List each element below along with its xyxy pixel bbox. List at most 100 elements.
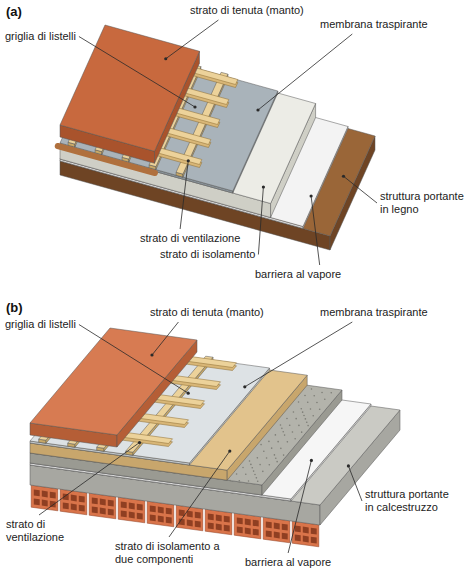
granule	[239, 480, 241, 482]
leader-dot	[310, 194, 313, 197]
hollow-brick	[89, 493, 116, 519]
granule	[319, 408, 321, 410]
granule	[287, 441, 289, 443]
roof-shape	[0, 8, 181, 46]
granule	[274, 454, 276, 456]
granule	[280, 424, 282, 426]
brick-hole	[129, 503, 135, 510]
brick-hole	[195, 521, 201, 528]
leader-dot	[164, 57, 167, 60]
granule	[294, 438, 296, 440]
brick-hole	[71, 504, 77, 511]
granule	[257, 457, 259, 459]
roof-shape	[0, 8, 126, 143]
granule	[321, 392, 323, 394]
granule	[269, 464, 271, 466]
granule	[263, 451, 265, 453]
granule	[242, 467, 244, 469]
granule	[281, 428, 283, 430]
layer-label: strato di tenuta (manto)	[150, 306, 264, 319]
leader-dot	[342, 175, 345, 178]
leader-dot	[243, 385, 246, 388]
leader-line	[169, 451, 230, 537]
leader-dot	[150, 353, 153, 356]
roof-shape	[0, 9, 81, 430]
granule	[259, 464, 261, 466]
brick-hole	[266, 531, 272, 538]
brick-hole	[63, 503, 69, 510]
leader-line	[79, 325, 188, 394]
brick-hole	[121, 502, 127, 509]
brick-hole	[42, 500, 48, 507]
granule	[284, 434, 286, 436]
brick-hole	[237, 518, 243, 525]
granule	[305, 418, 307, 420]
roof-tiles	[60, 25, 200, 151]
hollow-brick	[118, 497, 145, 523]
panel-letter: (b)	[6, 300, 23, 315]
granule	[324, 398, 326, 400]
layer-label: barriera al vapore	[255, 268, 341, 281]
brick-hole	[303, 536, 309, 543]
leader-dot	[228, 449, 231, 452]
roof-shape	[0, 8, 145, 149]
hollow-brick	[205, 509, 232, 535]
brick-hole	[274, 532, 280, 539]
roof-shape	[0, 5, 60, 161]
layer-label: griglia di listelli	[5, 30, 76, 43]
roof-shape	[0, 9, 120, 329]
granule	[316, 402, 318, 404]
granule	[262, 471, 264, 473]
granule	[307, 401, 309, 403]
roof-shape	[0, 9, 40, 424]
granule	[307, 425, 309, 427]
granule	[302, 411, 304, 413]
brick-hole	[79, 505, 85, 512]
brick-hole	[282, 524, 288, 531]
leader-dot	[310, 459, 313, 462]
roof-shape	[0, 9, 191, 339]
granule	[282, 431, 284, 433]
granule	[275, 434, 277, 436]
layer-label: struttura portante in legno	[380, 190, 472, 216]
granule	[292, 431, 294, 433]
roof-shape	[0, 8, 160, 139]
roof-shape	[0, 8, 79, 130]
brick-hole	[266, 522, 272, 529]
granule	[249, 460, 251, 462]
brick-hole	[245, 519, 251, 526]
brick-hole	[187, 511, 193, 518]
leader-dot	[138, 441, 141, 444]
granule	[304, 395, 306, 397]
leader-dot	[256, 108, 259, 111]
granule	[253, 470, 255, 472]
roof-shape	[0, 9, 50, 426]
leader-dot	[262, 185, 265, 188]
panel-letter: (a)	[6, 4, 22, 19]
roof-shape	[0, 8, 192, 67]
brick-hole	[295, 535, 301, 542]
roof-shape	[0, 9, 165, 378]
leader-line	[152, 322, 178, 355]
hollow-brick	[31, 485, 58, 511]
granule	[277, 441, 279, 443]
roof-shape	[0, 8, 165, 127]
leader-line	[79, 37, 195, 108]
brick-hole	[137, 504, 143, 511]
roof-shape	[0, 9, 127, 424]
roof-shape	[0, 9, 194, 344]
layer-label: griglia di listelli	[5, 318, 76, 331]
granule	[298, 425, 300, 427]
granule	[298, 401, 300, 403]
granule	[257, 480, 259, 482]
layer-label: membrana traspirante	[320, 18, 428, 31]
roof-layers	[0, 5, 400, 547]
roof-shape	[0, 8, 107, 138]
layer-label: strato di tenuta (manto)	[190, 4, 304, 17]
roof-shape	[0, 8, 69, 128]
granule	[229, 480, 231, 482]
brick-hole	[295, 526, 301, 533]
granule	[248, 480, 250, 482]
roof-shape	[0, 9, 171, 336]
roof-shape	[0, 8, 171, 115]
